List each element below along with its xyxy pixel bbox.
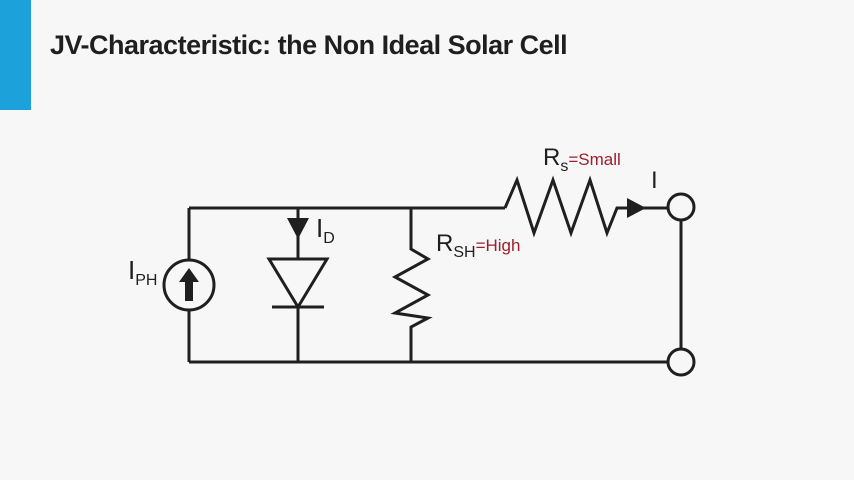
diode-icon xyxy=(266,257,330,310)
source-arrow-icon xyxy=(179,268,199,301)
terminal-positive-icon[interactable] xyxy=(666,192,696,222)
slide-title: JV-Characteristic: the Non Ideal Solar C… xyxy=(50,30,568,60)
output-current-label: I xyxy=(651,167,658,194)
series-resistor-value: =Small xyxy=(568,150,620,169)
diode-current-arrow-icon xyxy=(287,218,309,239)
terminal-negative-icon[interactable] xyxy=(666,347,696,377)
current-source-icon xyxy=(162,258,216,312)
shunt-resistor-icon xyxy=(390,208,433,362)
series-resistor-icon xyxy=(503,175,668,238)
photocurrent-label: IPH xyxy=(128,255,157,289)
shunt-resistor-value: =High xyxy=(476,236,521,255)
output-current-arrow-icon xyxy=(627,198,646,218)
shunt-resistor-label: RSH=High xyxy=(436,230,520,261)
accent-bar xyxy=(0,0,31,110)
series-resistor-label: Rs=Small xyxy=(543,144,621,175)
diode-current-label: ID xyxy=(316,213,335,247)
